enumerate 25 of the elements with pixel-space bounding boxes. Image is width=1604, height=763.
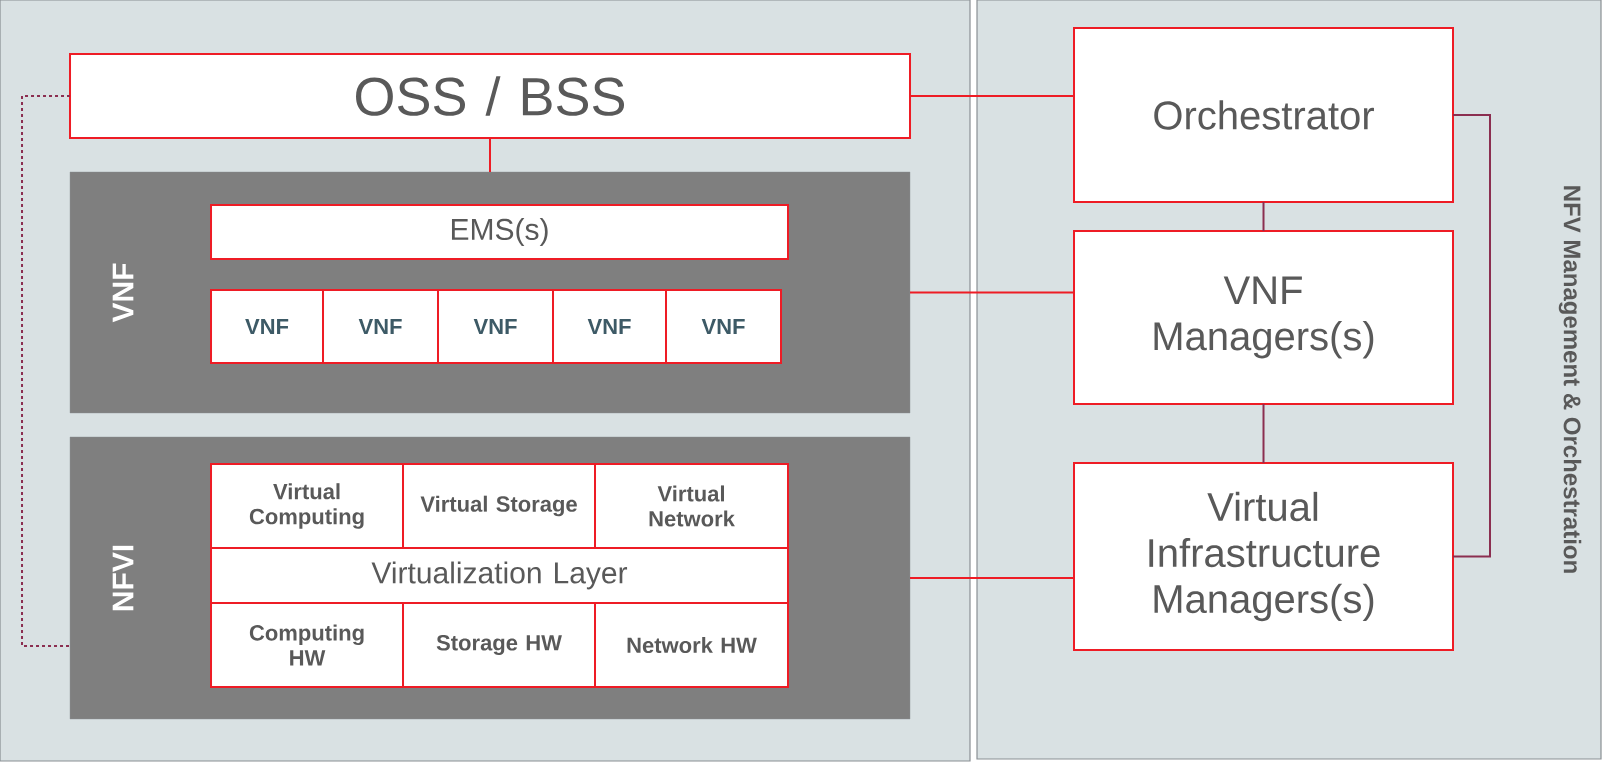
connector bbox=[1262, 403, 1265, 464]
component-box: EMS(s) bbox=[210, 204, 789, 260]
component-box: VNF Managers(s) bbox=[1073, 230, 1454, 405]
connector bbox=[909, 577, 1075, 579]
vnf-box: VNF bbox=[665, 289, 782, 364]
component-box: Virtual Storage bbox=[402, 463, 596, 549]
component-box: Orchestrator bbox=[1073, 27, 1454, 203]
connector bbox=[21, 95, 71, 647]
connector bbox=[489, 137, 491, 173]
vnf-box: VNF bbox=[552, 289, 667, 364]
component-box: Virtual Network bbox=[594, 463, 789, 549]
connector bbox=[1262, 201, 1265, 232]
component-box: Computing HW bbox=[210, 602, 404, 688]
component-box: OSS / BSS bbox=[69, 53, 911, 139]
component-box: Storage HW bbox=[402, 602, 596, 688]
connector bbox=[909, 95, 1075, 97]
vnf-box: VNF bbox=[210, 289, 324, 364]
component-box: Network HW bbox=[594, 602, 789, 688]
component-box: Virtual Computing bbox=[210, 463, 404, 549]
connector bbox=[909, 291, 1075, 294]
vnf-box: VNF bbox=[437, 289, 554, 364]
connector bbox=[1452, 114, 1491, 558]
vnf-box: VNF bbox=[322, 289, 439, 364]
component-box: Virtual Infrastructure Managers(s) bbox=[1073, 462, 1454, 651]
component-box: Virtualization Layer bbox=[210, 547, 789, 604]
